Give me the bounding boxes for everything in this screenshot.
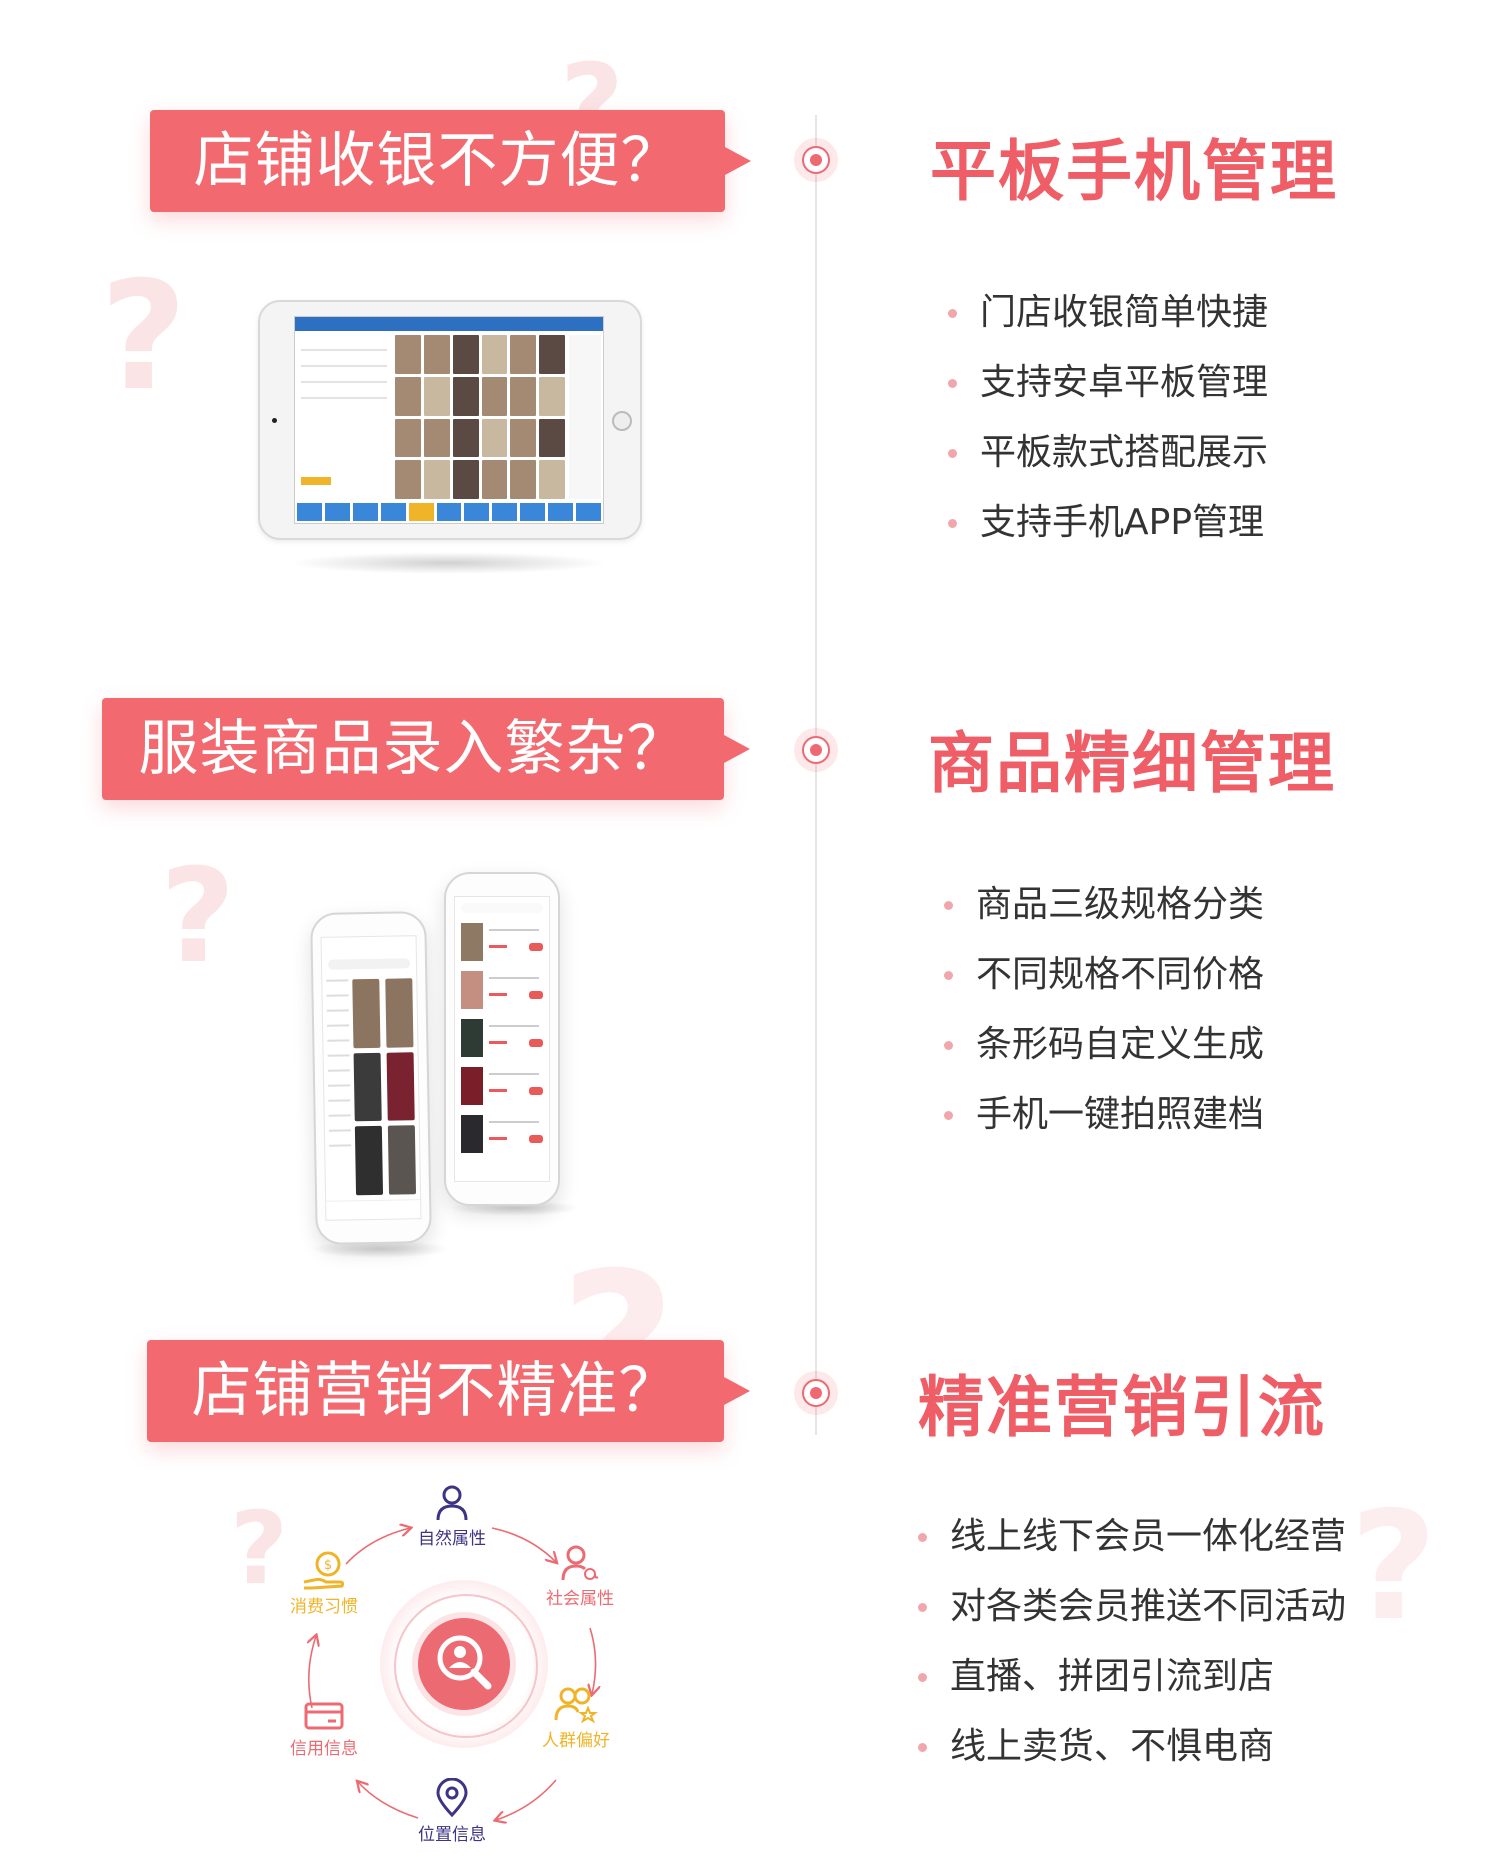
problem-banner-product-entry: 服装商品录入繁杂？ [102, 698, 750, 800]
phone-mockup-products [444, 872, 560, 1206]
product-row [461, 923, 543, 965]
feature-item: 线上卖货、不惧电商 [918, 1712, 1346, 1782]
feature-list-product: 商品三级规格分类 不同规格不同价格 条形码自定义生成 手机一键拍照建档 [944, 870, 1264, 1150]
phone-shadow [310, 1240, 450, 1258]
pos-bottom-toolbar [297, 503, 601, 521]
product-list [461, 923, 543, 1163]
product-row [461, 1115, 543, 1157]
phone-screen-category [320, 935, 422, 1221]
category-product-grid [352, 978, 417, 1196]
person-icon [436, 1485, 468, 1521]
product-row [461, 1067, 543, 1109]
bg-question-mark: ? [1350, 1480, 1438, 1654]
feature-item: 商品三级规格分类 [944, 870, 1264, 940]
section-title-tablet: 平板手机管理 [930, 133, 1338, 210]
feature-item: 支持手机APP管理 [948, 488, 1268, 558]
tablet-mockup [258, 300, 642, 540]
node-label: 信用信息 [290, 1739, 358, 1759]
group-star-icon [554, 1687, 598, 1724]
problem-banner-cashier: 店铺收银不方便？ [150, 110, 751, 212]
products-header [461, 903, 543, 913]
coin-hand-icon: $ [303, 1551, 345, 1590]
tablet-pos-screen [294, 316, 604, 524]
feature-item: 线上线下会员一体化经营 [918, 1502, 1346, 1572]
section-title-marketing: 精准营销引流 [918, 1369, 1326, 1446]
tablet-camera [272, 418, 277, 423]
node-consumption-habits: $ 消费习惯 [264, 1550, 384, 1617]
feature-item: 直播、拼团引流到店 [918, 1642, 1346, 1712]
tablet-home-button [612, 411, 632, 431]
timeline-line [815, 115, 817, 1435]
timeline-dot [794, 138, 838, 182]
category-list [326, 979, 352, 1159]
pos-cart-list [297, 335, 393, 505]
credit-card-icon [304, 1702, 344, 1730]
feature-item: 对各类会员推送不同活动 [918, 1572, 1346, 1642]
feature-item: 平板款式搭配展示 [948, 418, 1268, 488]
member-profile-diagram: 自然属性 社会属性 人群偏好 位置信息 信用信息 [260, 1480, 680, 1860]
product-row [461, 971, 543, 1013]
node-location-info: 位置信息 [392, 1778, 512, 1845]
node-label: 人群偏好 [542, 1731, 610, 1751]
center-ring [394, 1594, 538, 1738]
node-label: 消费习惯 [290, 1597, 358, 1617]
node-crowd-preference: 人群偏好 [516, 1684, 636, 1751]
pos-checkout-button [301, 477, 331, 485]
feature-item: 条形码自定义生成 [944, 1010, 1264, 1080]
timeline-dot [794, 1371, 838, 1415]
bg-question-mark: ? [100, 250, 188, 424]
node-credit-info: 信用信息 [264, 1698, 384, 1759]
phone-screen-products [454, 896, 550, 1182]
location-pin-icon [436, 1778, 468, 1818]
cycle-arrows [260, 1480, 680, 1860]
svg-text:$: $ [324, 1558, 332, 1573]
phone-tab-bar [326, 1199, 421, 1220]
node-social-attributes: 社会属性 [520, 1542, 640, 1609]
category-page-title [322, 942, 416, 944]
node-label: 自然属性 [418, 1529, 486, 1549]
problem-banner-marketing: 店铺营销不精准？ [147, 1340, 750, 1442]
feature-list-tablet: 门店收银简单快捷 支持安卓平板管理 平板款式搭配展示 支持手机APP管理 [948, 278, 1268, 558]
feature-item: 不同规格不同价格 [944, 940, 1264, 1010]
node-natural-attributes: 自然属性 [392, 1482, 512, 1549]
feature-item: 支持安卓平板管理 [948, 348, 1268, 418]
feature-item: 手机一键拍照建档 [944, 1080, 1264, 1150]
node-label: 位置信息 [418, 1825, 486, 1845]
product-row [461, 1019, 543, 1061]
pos-product-grid [395, 335, 565, 499]
node-label: 社会属性 [546, 1589, 614, 1609]
section-title-product: 商品精细管理 [928, 725, 1336, 802]
pos-top-bar [295, 317, 603, 331]
tablet-shadow [288, 552, 608, 574]
bg-question-mark: ? [230, 1490, 289, 1607]
timeline-dot [794, 728, 838, 772]
feature-item: 门店收银简单快捷 [948, 278, 1268, 348]
feature-list-marketing: 线上线下会员一体化经营 对各类会员推送不同活动 直播、拼团引流到店 线上卖货、不… [918, 1502, 1346, 1782]
bg-question-mark: ? [160, 840, 236, 992]
pos-side-menu [569, 335, 601, 499]
category-search-bar [327, 958, 411, 970]
phone-mockup-category [310, 911, 432, 1245]
person-at-icon [561, 1545, 599, 1581]
search-person-icon [418, 1618, 510, 1710]
